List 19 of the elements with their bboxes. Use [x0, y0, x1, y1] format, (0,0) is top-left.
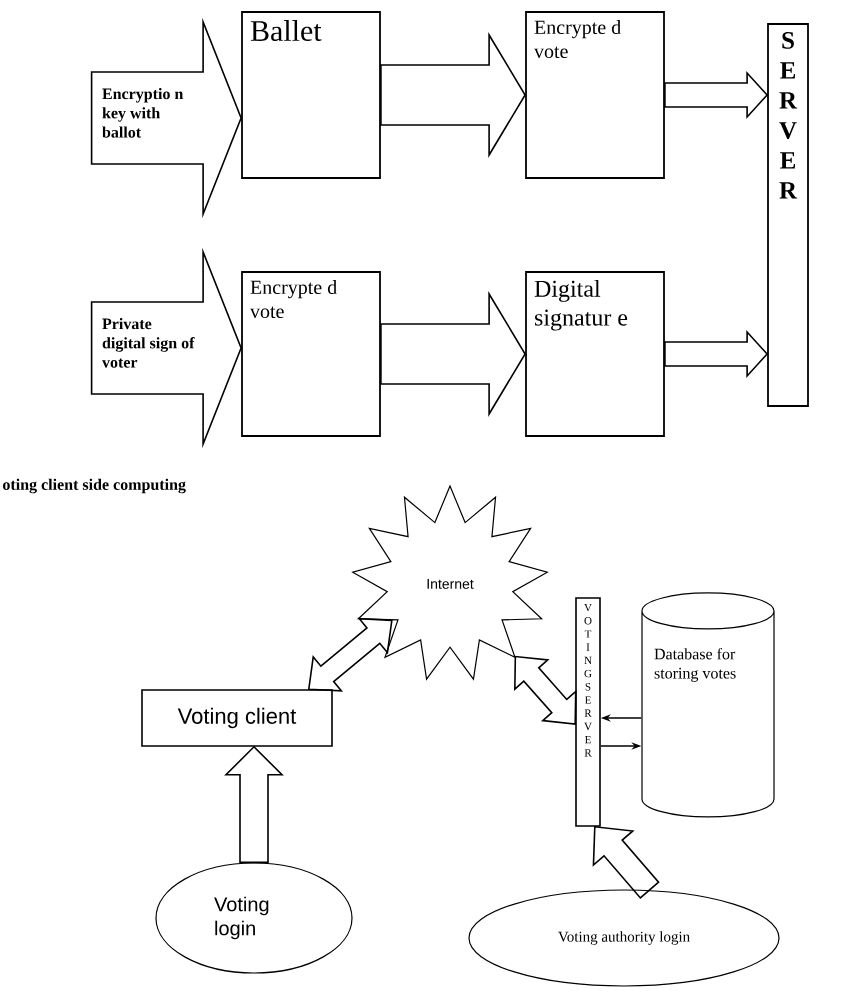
process-box: Digital signatur e — [525, 271, 665, 437]
arrow-text: Encryptio n key with ballot — [102, 88, 184, 138]
block-arrow — [380, 291, 527, 417]
arrow-text: Private digital sign of voter — [102, 318, 195, 368]
client-box: Voting client — [141, 689, 333, 747]
process-box: Encrypte d vote — [525, 11, 665, 179]
database-cylinder: Database for storing votes — [641, 592, 775, 818]
server-box: S E R V E R — [767, 23, 809, 407]
block-arrow — [307, 617, 393, 692]
block-arrow — [90, 247, 242, 449]
figure-caption: oting client side computing — [3, 478, 186, 494]
block-arrow — [380, 32, 527, 158]
process-box: Encrypte d vote — [241, 271, 381, 437]
block-arrow — [90, 17, 242, 219]
block-arrow — [514, 655, 577, 725]
block-arrow — [664, 329, 769, 379]
process-box: Ballet — [241, 11, 381, 179]
block-arrow — [224, 745, 284, 864]
block-arrow — [664, 70, 769, 120]
